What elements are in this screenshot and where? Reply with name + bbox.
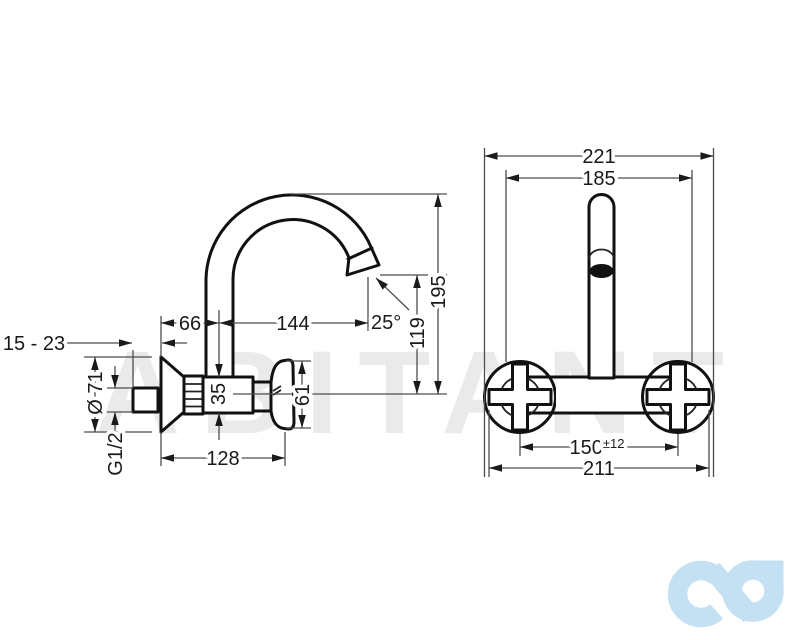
label-15-23: 15 - 23 [3,333,65,355]
label-35: 35 [208,383,230,405]
ext-221 [483,148,715,477]
spout-front [587,193,616,380]
label-211: 211 [583,458,615,480]
label-144: 144 [276,313,309,335]
ext-nipple-edges [107,387,133,413]
label-g12: G1/2 [105,432,127,475]
front-view-dimensions [483,148,715,477]
label-d71: Ø 71 [85,371,107,414]
label-25deg: 25° [371,312,401,334]
right-cross-hub-arcs [658,377,698,417]
right-cross-handle [645,362,711,432]
leader-25deg [375,277,410,311]
nut-facets [185,383,202,408]
left-cross-handle [487,362,553,432]
side-view-geometry [131,193,381,434]
logo-c-glyph [667,560,724,628]
label-128: 128 [206,448,239,470]
left-cross-hub-arcs [500,377,540,417]
label-185: 185 [582,168,615,190]
label-195: 195 [428,275,450,308]
thread-nipple [131,386,160,414]
spout-tip-arc [588,248,615,260]
logo-o-glyph [722,560,784,622]
valve-body [201,375,255,415]
label-150: 150±12 [570,436,625,459]
label-61: 61 [292,384,314,406]
spout-joint-line [346,246,374,261]
union-nut [182,374,205,416]
flange-cone [159,355,186,434]
handle-stem [251,380,273,413]
ext-185 [505,170,693,362]
label-221: 221 [582,146,615,168]
side-view-dimensions [60,193,447,466]
front-view-geometry [483,193,715,434]
brand-logo [667,560,784,628]
spout-outline [204,193,381,380]
label-66: 66 [179,313,201,335]
body-bar-fill [556,378,640,412]
logo-o-corner [753,560,784,591]
label-119: 119 [407,317,429,349]
spout-outlet-hole [589,264,614,278]
dimension-labels: 66 144 25° 15 - 23 Ø 71 G1/2 35 61 119 1… [0,143,628,484]
